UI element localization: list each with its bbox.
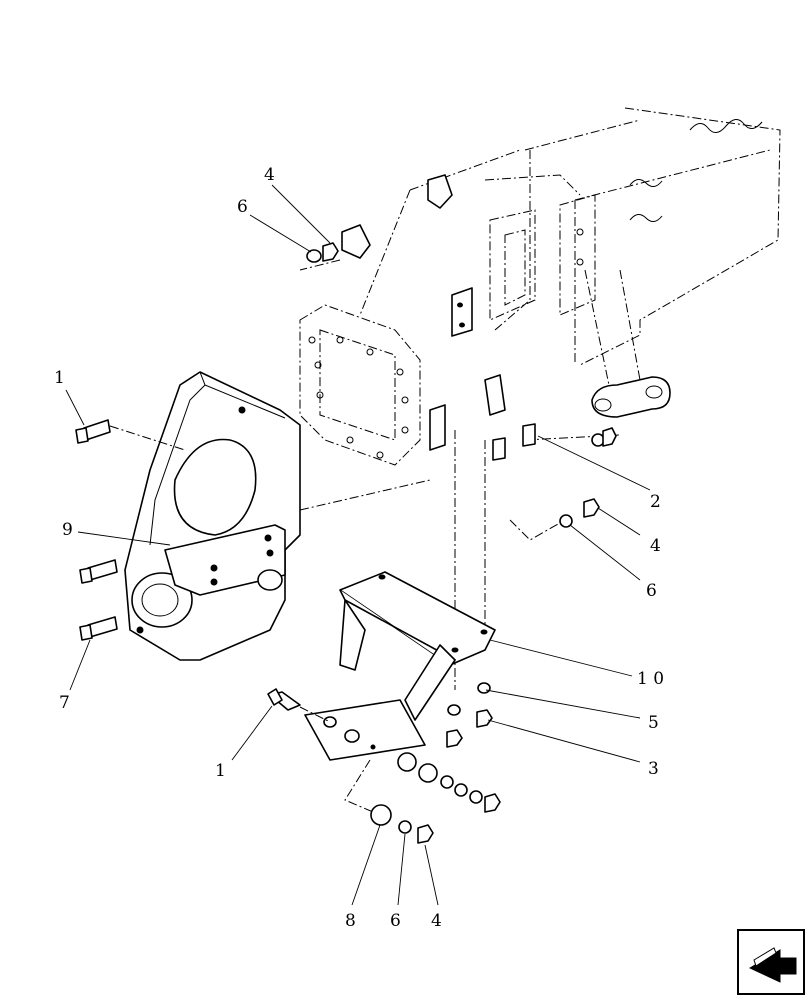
hardware-stack-right <box>397 752 501 813</box>
callout-1-lower: 1 <box>215 761 226 781</box>
bolt-1-upper <box>75 419 186 451</box>
bolt-1-lower <box>267 688 331 723</box>
callout-3: 3 <box>648 759 659 779</box>
hardware-stack-bottom <box>344 759 434 844</box>
support-bracket <box>124 371 301 661</box>
callout-2: 2 <box>650 492 661 512</box>
callout-6-right: 6 <box>646 581 657 601</box>
mounting-bracket <box>304 571 496 761</box>
bolt-1-mid <box>79 559 118 584</box>
callout-7: 7 <box>59 693 70 713</box>
callout-1-upper: 1 <box>54 368 65 388</box>
callout-4-bottom: 4 <box>431 911 442 931</box>
next-page-arrow-icon[interactable] <box>737 929 805 995</box>
nut-washer-top <box>306 242 339 263</box>
callout-10: 1 0 <box>637 669 664 689</box>
callout-4-right: 4 <box>650 536 661 556</box>
bolt-7 <box>79 616 118 641</box>
callout-4-top: 4 <box>264 165 275 185</box>
nut-washer-right <box>559 427 617 528</box>
hardware-stack-center <box>446 682 493 748</box>
callout-8: 8 <box>345 911 356 931</box>
plate-holes <box>308 228 584 459</box>
leader-lines <box>65 184 651 906</box>
callout-6-bottom: 6 <box>390 911 401 931</box>
callout-5: 5 <box>648 713 659 733</box>
axle-frame <box>299 107 781 690</box>
callout-labels: 4 6 1 9 7 2 4 6 1 0 5 3 1 8 6 4 <box>54 165 664 931</box>
callout-6-top: 6 <box>237 197 248 217</box>
bolt-2-pair <box>492 423 536 461</box>
callout-9: 9 <box>62 520 73 540</box>
